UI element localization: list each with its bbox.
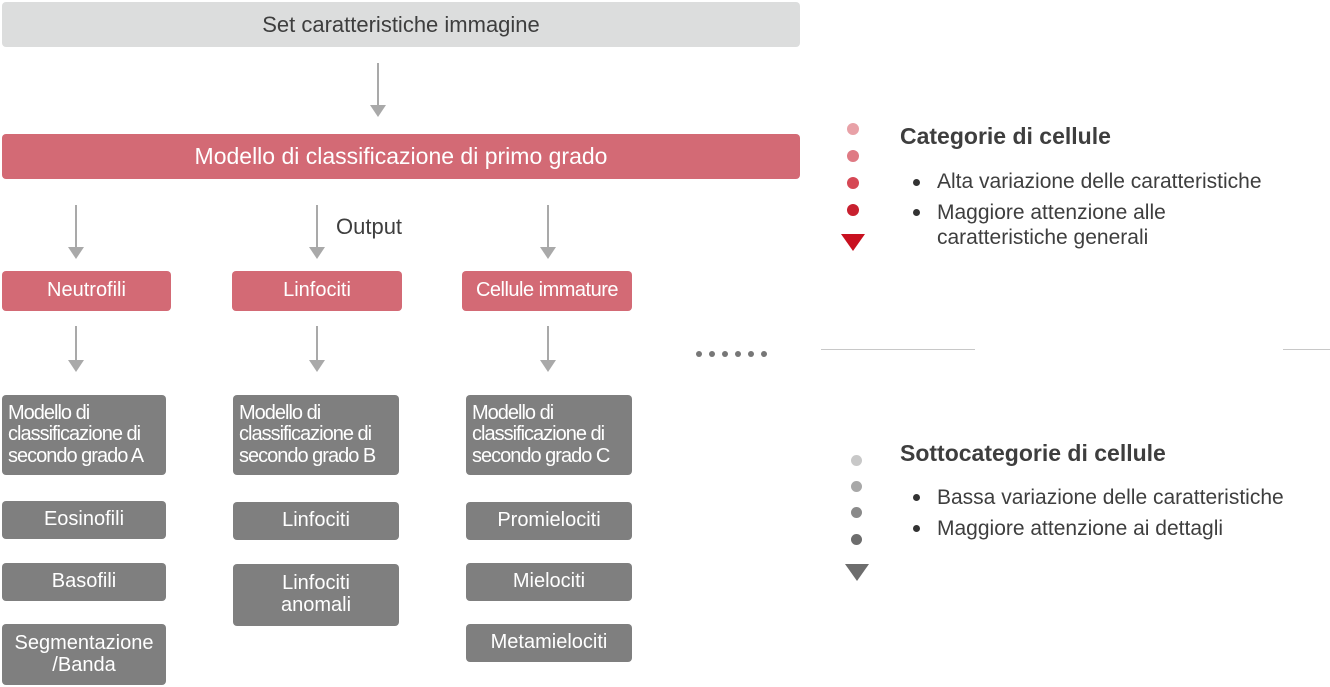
second-level-model-b: Modello di classificazione di secondo gr… (233, 395, 399, 475)
image-feature-set-box: Set caratteristiche immagine (2, 2, 800, 47)
bullet-icon (913, 525, 920, 532)
subcategory-mielociti: Mielociti (466, 563, 632, 601)
bullet-icon (913, 209, 920, 216)
arrow-down-icon (309, 326, 325, 372)
category-neutrofili: Neutrofili (2, 271, 171, 311)
legend-dot-icon (847, 150, 859, 162)
output-label: Output (336, 214, 403, 239)
ellipsis-dot (709, 351, 715, 357)
subcategory-line: Linfociti (282, 572, 350, 595)
arrow-down-icon (68, 205, 84, 259)
ellipsis-dot (761, 351, 767, 357)
ellipsis-dot (722, 351, 728, 357)
model-line: secondo grado B (239, 444, 376, 467)
model-line: classificazione di (472, 423, 605, 446)
subcategory-eosinofili: Eosinofili (2, 501, 166, 539)
subcategory-promielociti: Promielociti (466, 502, 632, 540)
subcategory-basofili: Basofili (2, 563, 166, 601)
bullet-icon (913, 494, 920, 501)
arrow-down-icon (309, 205, 325, 259)
legend-dot-icon (851, 534, 862, 545)
bullet-icon (913, 179, 920, 186)
subcategory-metamielociti: Metamielociti (466, 624, 632, 662)
legend-dot-icon (847, 123, 859, 135)
first-level-model-box: Modello di classificazione di primo grad… (2, 134, 800, 179)
legend-item: Maggiore attenzione ai dettagli (937, 517, 1224, 540)
subcategory-segmentazione-banda: Segmentazione /Banda (2, 624, 166, 685)
legend-dot-icon (851, 507, 862, 518)
legend-dot-icon (851, 481, 862, 492)
divider-line (1283, 349, 1330, 350)
second-level-model-c: Modello di classificazione di secondo gr… (466, 395, 632, 475)
subcategory-linfociti-anomali: Linfociti anomali (233, 564, 399, 626)
category-linfociti: Linfociti (232, 271, 402, 311)
model-line: secondo grado A (8, 444, 144, 467)
legend-item: Alta variazione delle caratteristiche (937, 170, 1262, 193)
subcategory-line: anomali (280, 594, 352, 616)
arrow-down-icon (540, 205, 556, 259)
model-line: classificazione di (8, 423, 141, 446)
model-line: Modello di (239, 401, 321, 424)
legend-item: Maggiore attenzione alle caratteristiche… (937, 201, 1166, 250)
down-triangle-icon (841, 234, 865, 251)
legend-dot-icon (851, 455, 862, 466)
legend-title-categories: Categorie di cellule (900, 123, 1111, 149)
legend-item: Bassa variazione delle caratteristiche (937, 486, 1284, 509)
model-line: secondo grado C (472, 444, 610, 467)
ellipsis-dot (696, 351, 702, 357)
subcategory-linfociti: Linfociti (233, 502, 399, 540)
ellipsis-dot (748, 351, 754, 357)
arrow-down-icon (370, 63, 386, 117)
ellipsis-dot (735, 351, 741, 357)
subcategory-line: Segmentazione (14, 631, 154, 654)
down-triangle-icon (845, 564, 869, 581)
second-level-model-a: Modello di classificazione di secondo gr… (2, 395, 166, 475)
model-line: classificazione di (239, 423, 372, 446)
legend-dot-icon (847, 204, 859, 216)
model-line: Modello di (472, 401, 554, 424)
category-cellule-immature: Cellule immature (462, 271, 632, 311)
arrow-down-icon (540, 326, 556, 372)
model-line: Modello di (8, 401, 90, 424)
subcategory-line: /Banda (52, 653, 116, 676)
divider-line (821, 349, 975, 350)
arrow-down-icon (68, 326, 84, 372)
legend-title-subcategories: Sottocategorie di cellule (900, 440, 1166, 466)
legend-dot-icon (847, 177, 859, 189)
